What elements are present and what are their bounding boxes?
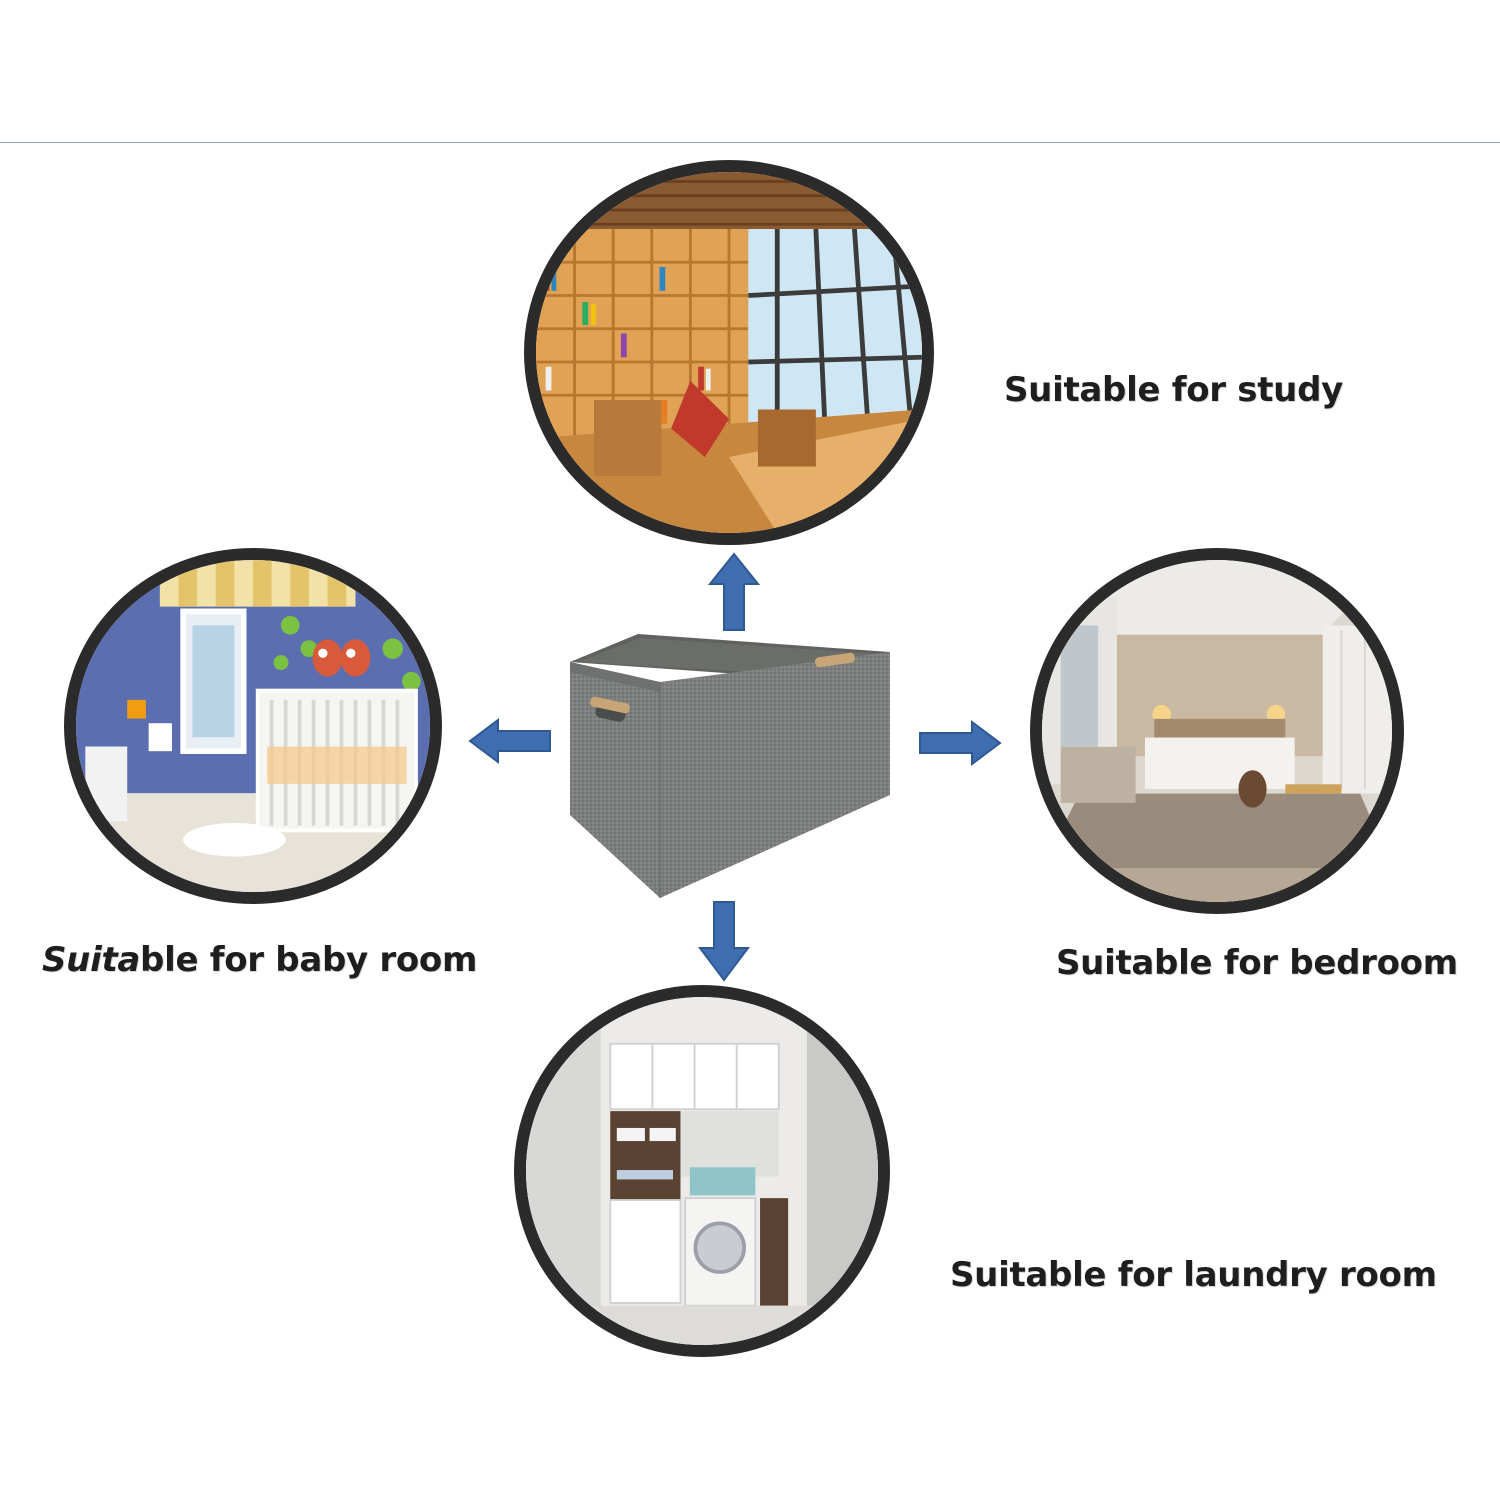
caption-baby-room-rest: ble for baby room [140, 940, 478, 980]
caption-bedroom: Suitable for bedroom [1056, 943, 1458, 983]
caption-baby-room-italic: Suita [42, 940, 141, 980]
caption-laundry-room: Suitable for laundry room [950, 1255, 1437, 1295]
top-divider [0, 142, 1500, 143]
storage-bin-image [560, 630, 900, 900]
caption-baby-room: Suitable for baby room [42, 940, 477, 980]
baby-room-scene-image [64, 548, 442, 904]
caption-study: Suitable for study [1004, 370, 1343, 410]
arrow-down-icon [698, 900, 750, 982]
arrow-right-icon [918, 720, 1002, 766]
arrow-up-icon [708, 552, 760, 632]
bedroom-scene-image [1030, 548, 1404, 914]
arrow-left-icon [468, 718, 552, 764]
laundry-room-scene-image [514, 985, 890, 1357]
study-scene-image [524, 160, 934, 545]
